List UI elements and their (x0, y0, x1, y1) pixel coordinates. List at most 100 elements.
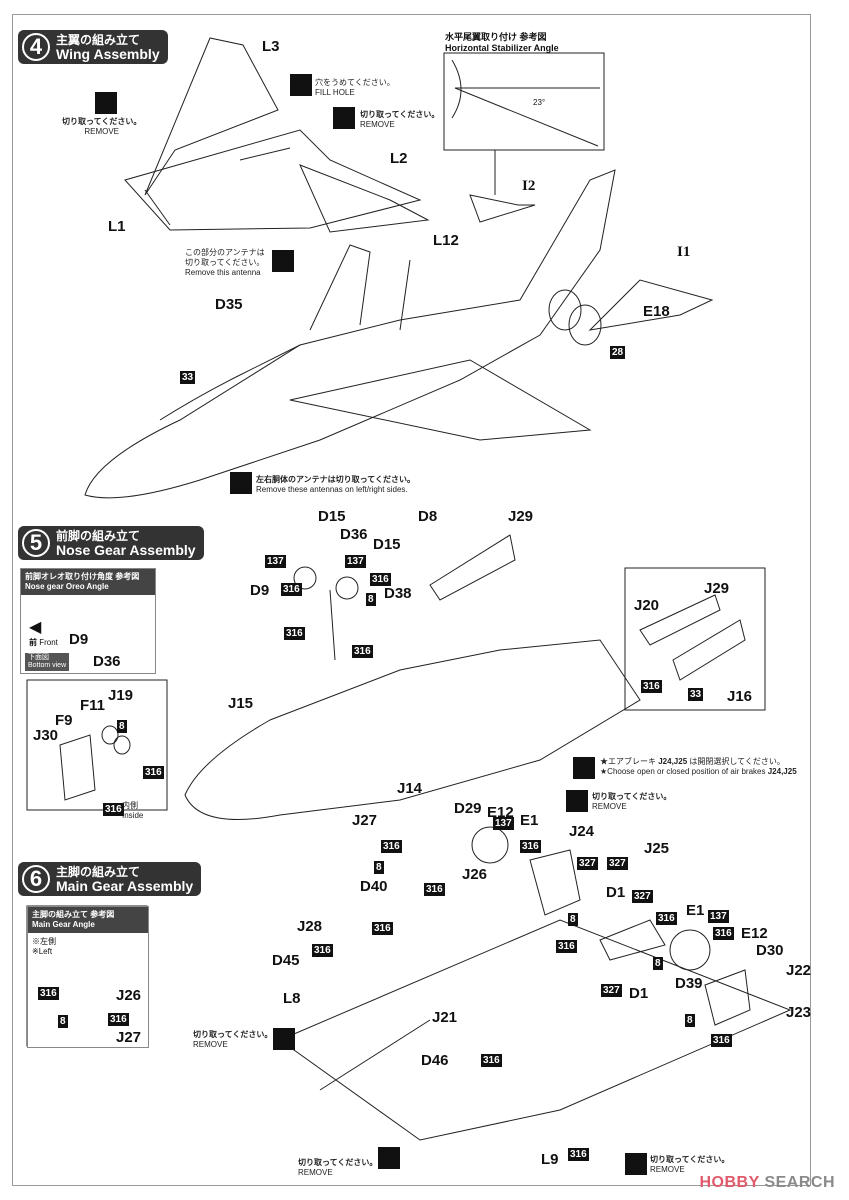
color-code: 316 (381, 840, 402, 853)
part-label: J30 (33, 727, 59, 744)
part-label: D36 (93, 653, 121, 670)
color-code: 316 (372, 922, 393, 935)
color-code: 316 (370, 573, 391, 586)
step-title-jp: 前脚の組み立て (56, 529, 141, 543)
color-code: 316 (424, 883, 445, 896)
cut-icon (272, 250, 294, 272)
color-code: 8 (568, 913, 578, 926)
color-code: 8 (117, 720, 127, 733)
part-label: D9 (69, 631, 89, 648)
remove-note: 切り取ってください。REMOVE (298, 1158, 378, 1177)
step-number: 6 (22, 865, 50, 893)
stabilizer-ref-drawing (443, 52, 605, 223)
color-code: 137 (493, 817, 514, 830)
part-label: J22 (786, 962, 812, 979)
step-title-en: Main Gear Assembly (56, 878, 194, 894)
cut-icon (378, 1147, 400, 1169)
color-code: 316 (641, 680, 662, 693)
step-title-jp: 主翼の組み立て (56, 33, 141, 47)
part-label: J25 (644, 840, 670, 857)
color-code: 316 (713, 927, 734, 940)
part-label: J29 (508, 508, 534, 525)
part-label: D36 (340, 526, 368, 543)
side-label: ※左側※Left (32, 937, 56, 956)
front-label: 前 Front (29, 638, 58, 647)
part-label: I1 (677, 244, 691, 260)
cut-icon (625, 1153, 647, 1175)
part-label: D30 (756, 942, 784, 959)
remove-note: 切り取ってください。REMOVE (592, 792, 672, 811)
color-code: 316 (656, 912, 677, 925)
color-code: 316 (481, 1054, 502, 1067)
part-label: F9 (55, 712, 73, 729)
step-number: 5 (22, 529, 50, 557)
watermark-suffix: SEARCH (764, 1174, 835, 1191)
cut-icon (95, 92, 117, 114)
part-label: D1 (606, 884, 626, 901)
part-label: I2 (522, 178, 536, 194)
color-code: 316 (352, 645, 373, 658)
color-code: 316 (108, 1013, 129, 1026)
fill-hole-note: 穴をうめてください。FILL HOLE (315, 78, 395, 97)
part-label: J27 (352, 812, 378, 829)
color-code: 33 (688, 688, 704, 701)
antenna-note: この部分のアンテナは切り取ってください。Remove this antenna (185, 248, 265, 277)
part-label: L1 (108, 218, 126, 235)
part-label: J14 (397, 780, 423, 797)
color-code: 316 (568, 1148, 589, 1161)
part-label: D38 (384, 585, 412, 602)
part-label: D45 (272, 952, 300, 969)
part-label: J26 (116, 987, 142, 1004)
step-title-en: Wing Assembly (56, 46, 160, 62)
part-label: E1 (686, 902, 705, 919)
color-code: 33 (180, 371, 196, 384)
color-code: 327 (632, 890, 653, 903)
remove-note: 切り取ってください。REMOVE (193, 1030, 273, 1049)
part-label: E12 (487, 804, 514, 821)
color-code: 8 (366, 593, 376, 606)
part-label: J27 (116, 1029, 142, 1046)
part-label: J28 (297, 918, 323, 935)
wing-drawing (124, 37, 430, 233)
part-label: D8 (418, 508, 438, 525)
color-code: 8 (653, 957, 663, 970)
color-code: 316 (520, 840, 541, 853)
aircraft-drawing (84, 169, 714, 499)
part-label: D9 (250, 582, 270, 599)
watermark: HOBBY SEARCH (699, 1174, 835, 1192)
step-title-en: Nose Gear Assembly (56, 542, 196, 558)
part-label: E18 (643, 303, 670, 320)
step-title-jp: 主脚の組み立て (56, 865, 141, 879)
color-code: 137 (265, 555, 286, 568)
nose-gear-drawing (26, 534, 766, 820)
part-label: L2 (390, 150, 408, 167)
cut-icon (273, 1028, 295, 1050)
remove-note: 切り取ってください。REMOVE (360, 110, 440, 129)
part-label: L12 (433, 232, 459, 249)
part-label: E1 (520, 812, 539, 829)
part-label: L9 (541, 1151, 559, 1168)
color-code: 137 (345, 555, 366, 568)
color-code: 316 (284, 627, 305, 640)
color-code: 316 (556, 940, 577, 953)
part-label: D35 (215, 296, 243, 313)
color-code: 316 (312, 944, 333, 957)
step-number: 4 (22, 33, 50, 61)
color-code: 316 (281, 583, 302, 596)
remove-note: 切り取ってください。REMOVE (650, 1155, 730, 1174)
part-label: J26 (462, 866, 488, 883)
color-code: 137 (708, 910, 729, 923)
color-code: 316 (711, 1034, 732, 1047)
color-code: 316 (103, 803, 124, 816)
color-code: 327 (577, 857, 598, 870)
arrow-left-icon: ◀ (29, 619, 42, 636)
part-label: D15 (318, 508, 346, 525)
